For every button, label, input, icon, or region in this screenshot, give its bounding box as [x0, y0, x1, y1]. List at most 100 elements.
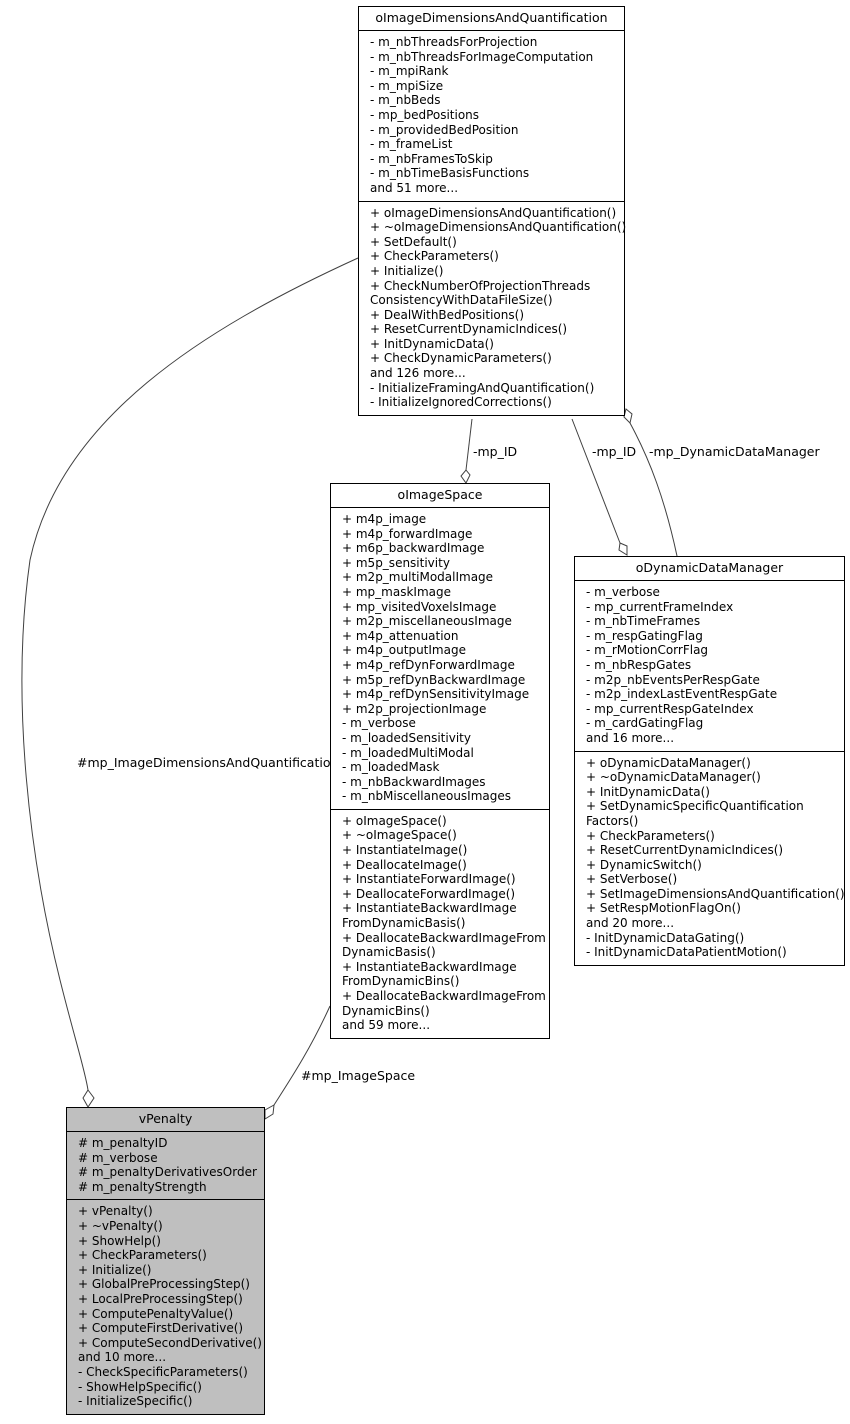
class-member: + DeallocateImage() — [342, 857, 467, 872]
class-member: + oImageDimensionsAndQuantification() — [370, 205, 617, 220]
edge-dims-space — [465, 418, 473, 471]
class-member: + InitDynamicData() — [586, 784, 710, 799]
edge-label-dyn-dims: -mp_DynamicDataManager — [649, 444, 820, 459]
class-member: + DealWithBedPositions() — [370, 307, 524, 322]
class-member: + SetDynamicSpecificQuantification — [586, 799, 804, 814]
class-member: - InitDynamicDataGating() — [586, 930, 745, 945]
class-member: + ResetCurrentDynamicIndices() — [370, 322, 568, 337]
edge-label-dims-dyn: -mp_ID — [592, 444, 637, 459]
class-member: + InstantiateBackwardImage — [342, 959, 517, 974]
class-member: and 20 more... — [586, 916, 675, 931]
diamond-penalty-space — [264, 1104, 275, 1120]
class-member: + DeallocateBackwardImageFrom — [342, 989, 546, 1003]
class-member: + GlobalPreProcessingStep() — [78, 1277, 250, 1292]
class-member: + m2p_multiModalImage — [342, 570, 494, 585]
class-member: - m_nbFramesToSkip — [370, 151, 493, 166]
class-member: + vPenalty() — [78, 1204, 153, 1219]
class-member: - InitializeSpecific() — [78, 1394, 193, 1409]
class-member: + InitDynamicData() — [370, 336, 494, 351]
class-member: - m_cardGatingFlag — [586, 716, 704, 731]
class-title: oImageSpace — [331, 484, 549, 508]
class-member: + InstantiateImage() — [342, 843, 468, 858]
class-member: - m_nbBeds — [370, 93, 441, 108]
class-member: + Initialize() — [370, 263, 444, 278]
class-member: # m_verbose — [78, 1150, 158, 1165]
class-title: oDynamicDataManager — [575, 557, 844, 581]
class-title: oImageDimensionsAndQuantification — [359, 7, 624, 31]
class-member: + CheckParameters() — [370, 249, 499, 264]
class-member: - m_loadedMask — [342, 760, 440, 775]
class-member: + CheckParameters() — [78, 1248, 207, 1263]
class-member: and 16 more... — [586, 730, 675, 745]
class-member: - CheckSpecificParameters() — [78, 1364, 248, 1379]
class-member: + CheckParameters() — [586, 828, 715, 843]
class-title: vPenalty — [67, 1108, 264, 1132]
class-member: + m6p_backwardImage — [342, 541, 485, 556]
diamond-penalty-dims — [82, 1089, 95, 1108]
class-member: - mp_currentFrameIndex — [586, 599, 734, 614]
class-member: + mp_visitedVoxelsImage — [342, 599, 497, 614]
edge-label-dims-penalty: #mp_ImageDimensionsAndQuantification — [77, 755, 339, 770]
class-member: + m4p_image — [342, 512, 427, 526]
edge-label-space-penalty: #mp_ImageSpace — [301, 1068, 416, 1083]
class-odynamicdatamanager[interactable]: oDynamicDataManager - m_verbose- mp_curr… — [574, 556, 845, 966]
class-member: and 51 more... — [370, 180, 459, 195]
class-oimagespace[interactable]: oImageSpace + m4p_image+ m4p_forwardImag… — [330, 483, 550, 1039]
class-member: + oDynamicDataManager() — [586, 755, 751, 770]
methods-section: + oDynamicDataManager()+ ~oDynamicDataMa… — [575, 750, 845, 965]
class-oimagedimensionsandquantification[interactable]: oImageDimensionsAndQuantification - m_nb… — [358, 6, 626, 416]
class-member: + CheckNumberOfProjectionThreads — [370, 278, 591, 293]
class-member: + CheckDynamicParameters() — [370, 351, 552, 366]
edge-dims-penalty — [21, 257, 359, 1091]
class-member: + ~oImageSpace() — [342, 828, 457, 843]
class-member: + ComputeFirstDerivative() — [78, 1321, 244, 1336]
class-member: + LocalPreProcessingStep() — [78, 1291, 243, 1306]
class-member: + DeallocateBackwardImageFrom — [342, 930, 546, 945]
class-member: + ~vPenalty() — [78, 1218, 163, 1233]
class-member: - m_loadedMultiModal — [342, 745, 474, 760]
class-member: + SetDefault() — [370, 234, 457, 249]
class-member: + m4p_refDynForwardImage — [342, 657, 515, 672]
class-member: + mp_maskImage — [342, 584, 452, 599]
diamond-dyn-dims — [618, 542, 628, 556]
class-member: + ~oDynamicDataManager() — [586, 770, 761, 785]
class-member: Factors() — [586, 813, 639, 828]
class-member: ConsistencyWithDataFileSize() — [370, 293, 553, 308]
edge-dyn-dims — [629, 422, 678, 557]
diamond-dims-dyn — [623, 408, 633, 424]
class-member: + ShowHelp() — [78, 1233, 161, 1248]
class-member: + InstantiateForwardImage() — [342, 872, 516, 887]
class-member: - m_providedBedPosition — [370, 122, 519, 137]
class-member: and 126 more... — [370, 366, 466, 381]
class-member: - mp_currentRespGateIndex — [586, 701, 754, 716]
class-member: + ComputePenaltyValue() — [78, 1306, 234, 1321]
class-member: - m_nbTimeFrames — [586, 614, 701, 629]
class-member: - m_loadedSensitivity — [342, 730, 471, 745]
class-member: - m_mpiRank — [370, 64, 449, 79]
class-member: - m2p_nbEventsPerRespGate — [586, 672, 760, 687]
class-member: + SetVerbose() — [586, 872, 678, 887]
attributes-section: # m_penaltyID# m_verbose# m_penaltyDeriv… — [67, 1132, 264, 1199]
diamond-space-dims — [460, 469, 471, 484]
attributes-section: - m_nbThreadsForProjection- m_nbThreadsF… — [359, 31, 624, 201]
class-member: + m2p_projectionImage — [342, 701, 487, 716]
class-vpenalty[interactable]: vPenalty # m_penaltyID# m_verbose# m_pen… — [66, 1107, 265, 1415]
class-member: - m2p_indexLastEventRespGate — [586, 687, 778, 702]
class-member: # m_penaltyID — [78, 1136, 168, 1150]
class-member: - m_nbThreadsForImageComputation — [370, 49, 594, 64]
attributes-section: - m_verbose- mp_currentFrameIndex- m_nbT… — [575, 581, 844, 751]
class-member: - InitDynamicDataPatientMotion() — [586, 945, 787, 960]
class-member: + ComputeSecondDerivative() — [78, 1335, 262, 1350]
class-member: - InitializeIgnoredCorrections() — [370, 395, 552, 410]
attributes-section: + m4p_image+ m4p_forwardImage+ m6p_backw… — [331, 508, 549, 809]
class-member: - InitializeFramingAndQuantification() — [370, 380, 595, 395]
class-member: + SetImageDimensionsAndQuantification() — [586, 886, 845, 901]
class-member: + DeallocateForwardImage() — [342, 886, 516, 901]
class-member: + Initialize() — [78, 1262, 152, 1277]
class-member: + SetRespMotionFlagOn() — [586, 901, 741, 916]
class-member: and 59 more... — [342, 1018, 431, 1033]
class-member: - m_frameList — [370, 137, 453, 152]
class-member: - m_verbose — [342, 716, 416, 731]
class-member: DynamicBins() — [342, 1003, 430, 1018]
